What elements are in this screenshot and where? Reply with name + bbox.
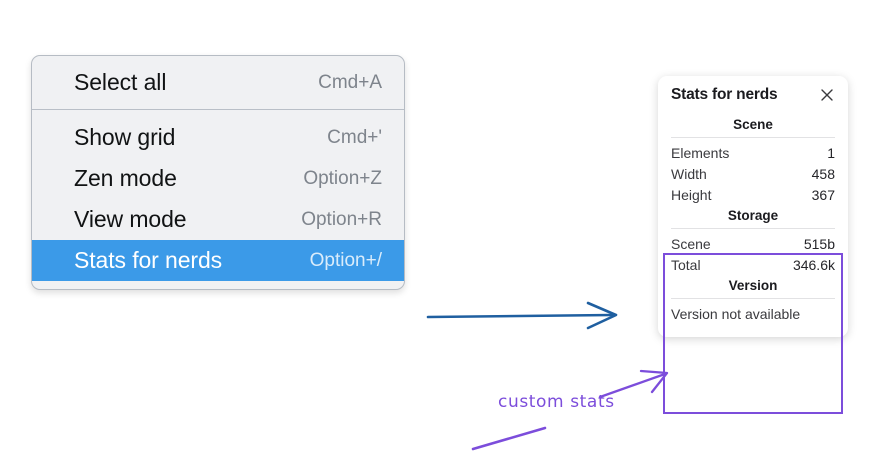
menu-item-shortcut: Option+/ — [309, 249, 382, 271]
context-menu[interactable]: Select all Cmd+A Show grid Cmd+' Zen mod… — [31, 55, 405, 290]
menu-item-shortcut: Cmd+A — [318, 71, 382, 93]
blue-arrow-icon — [426, 301, 618, 330]
section-divider — [671, 137, 835, 138]
stat-label: Scene — [671, 235, 711, 252]
stat-value: 346.6k — [792, 256, 835, 273]
stat-row: Width 458 — [671, 163, 835, 184]
panel-title: Stats for nerds — [671, 86, 778, 103]
menu-item-label: Show grid — [74, 124, 176, 150]
menu-item-shortcut: Cmd+' — [327, 126, 382, 148]
stat-label: Height — [671, 186, 712, 203]
close-icon[interactable] — [819, 87, 835, 103]
menu-item-label: View mode — [74, 206, 187, 232]
annotation-label-custom-stats: custom stats — [498, 392, 615, 412]
stat-row: Total 346.6k — [671, 254, 835, 275]
menu-item-select-all[interactable]: Select all Cmd+A — [32, 62, 404, 103]
menu-group-1: Select all Cmd+A — [32, 62, 404, 103]
stat-label: Width — [671, 165, 707, 182]
stats-for-nerds-panel: Stats for nerds Scene Elements 1 Width 4… — [658, 76, 848, 337]
menu-item-show-grid[interactable]: Show grid Cmd+' — [32, 117, 404, 158]
section-header-version: Version — [728, 278, 778, 293]
section-divider — [671, 298, 835, 299]
menu-item-shortcut: Option+R — [301, 208, 382, 230]
menu-item-view-mode[interactable]: View mode Option+R — [32, 199, 404, 240]
menu-group-2: Show grid Cmd+' Zen mode Option+Z View m… — [32, 109, 404, 281]
section-divider — [671, 228, 835, 229]
purple-underline-stroke — [471, 426, 547, 451]
section-header-storage: Storage — [727, 208, 779, 223]
version-value: Version not available — [671, 306, 801, 322]
stat-value: 515b — [803, 235, 835, 252]
stat-label: Elements — [671, 144, 730, 161]
stat-row: Height 367 — [671, 184, 835, 205]
menu-item-stats-for-nerds[interactable]: Stats for nerds Option+/ — [32, 240, 404, 281]
menu-item-label: Stats for nerds — [74, 247, 223, 273]
stat-label: Total — [671, 256, 701, 273]
menu-item-shortcut: Option+Z — [303, 167, 382, 189]
stat-value: 458 — [811, 165, 835, 182]
menu-item-label: Zen mode — [74, 165, 177, 191]
stat-row: Elements 1 — [671, 142, 835, 163]
panel-header: Stats for nerds — [671, 86, 835, 104]
menu-item-zen-mode[interactable]: Zen mode Option+Z — [32, 158, 404, 199]
stat-value: 1 — [827, 144, 835, 161]
menu-item-label: Select all — [74, 69, 167, 95]
stat-row: Scene 515b — [671, 233, 835, 254]
stat-value: 367 — [811, 186, 835, 203]
section-header-scene: Scene — [733, 117, 773, 132]
